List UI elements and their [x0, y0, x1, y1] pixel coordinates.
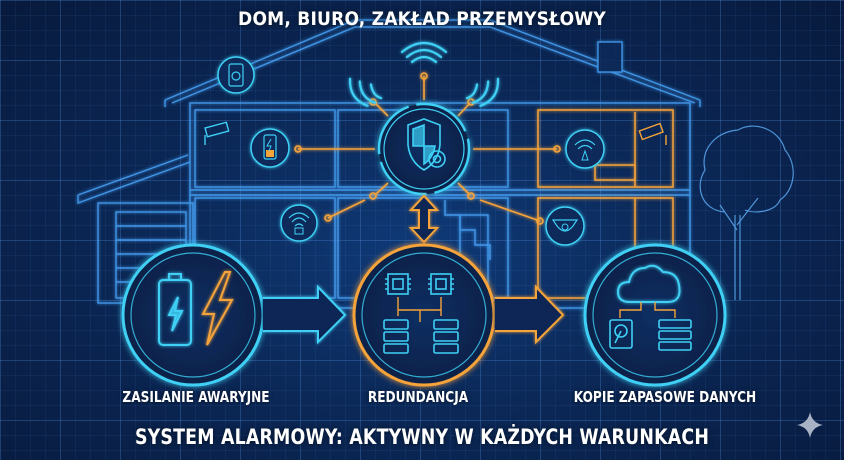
bidirectional-arrow-icon — [408, 194, 440, 244]
doorbell-camera-icon — [217, 56, 255, 94]
stage-label-backup: KOPIE ZAPASOWE DANYCH — [573, 388, 757, 406]
hub-connection-lines — [294, 72, 561, 225]
wifi-room-icon — [565, 129, 605, 169]
cpu-chip-icon — [385, 273, 454, 295]
router-wifi-icon — [280, 204, 318, 242]
battery-room-icon — [250, 128, 290, 168]
wifi-signal-icon — [348, 41, 500, 107]
stage-circle-power — [121, 243, 265, 387]
server-rack-icon — [383, 319, 459, 354]
arrow-right-1 — [263, 284, 347, 345]
redundancy-links-icon — [397, 297, 442, 322]
arrow-right-2 — [495, 284, 565, 345]
security-camera-right-icon — [638, 122, 667, 145]
stage-label-power: ZASILANIE AWARYJNE — [122, 388, 270, 406]
footer-title: SYSTEM ALARMOWY: AKTYWNY W KAŻDYCH WARUN… — [134, 425, 710, 449]
dome-camera-icon — [545, 206, 585, 246]
shield-gear-icon — [407, 118, 446, 171]
stage-label-redundancy: REDUNDANCJA — [367, 388, 469, 406]
backup-links-icon — [619, 302, 676, 318]
cloud-icon — [616, 264, 681, 303]
sparkle-star-icon — [797, 412, 823, 438]
backup-server-icon — [658, 319, 692, 351]
hard-drive-icon — [609, 319, 633, 349]
security-camera-icon — [204, 121, 230, 145]
tree-outline — [699, 125, 794, 300]
lightning-bolt-icon — [201, 271, 234, 346]
battery-icon — [158, 273, 192, 346]
stage-circle-redundancy — [352, 243, 496, 387]
page-title: DOM, BIURO, ZAKŁAD PRZEMYSŁOWY — [238, 8, 606, 30]
